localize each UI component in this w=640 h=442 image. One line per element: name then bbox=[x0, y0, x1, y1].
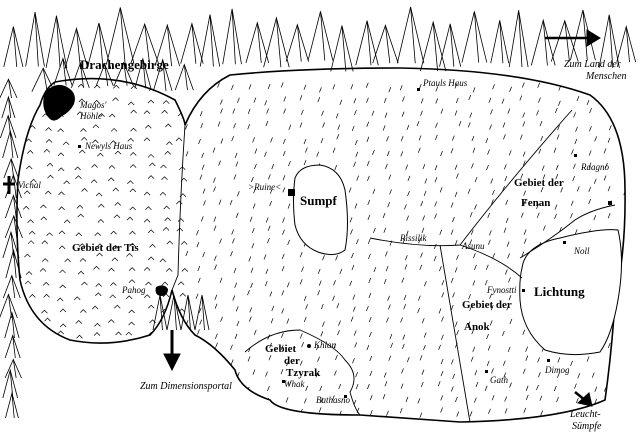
label-dimensionsportal: Zum Dimensionsportal bbox=[140, 381, 232, 392]
label-land-der-menschen-1: Zum Land der bbox=[564, 59, 621, 70]
mountain-range bbox=[0, 6, 637, 419]
label-lichtung: Lichtung bbox=[534, 284, 585, 299]
vichal-cross bbox=[3, 176, 15, 194]
label-sumpf: Sumpf bbox=[300, 193, 337, 208]
label-region-fenan-2: Fenan bbox=[521, 197, 551, 209]
settlement-markers bbox=[78, 88, 612, 398]
label-gath: Gath bbox=[490, 375, 508, 385]
label-vichal: Vichal bbox=[18, 180, 41, 190]
cave-magos bbox=[43, 84, 75, 121]
border-fenan bbox=[369, 109, 616, 279]
label-region-anok-1: Gebiet der bbox=[462, 299, 512, 311]
arrow-south bbox=[163, 330, 181, 372]
label-rissilik: Rissilik bbox=[400, 233, 427, 243]
label-khlan: Khlan bbox=[314, 340, 337, 350]
label-land-der-menschen-2: Menschen bbox=[586, 71, 627, 82]
label-dimog: Dimog bbox=[545, 365, 570, 375]
label-region-tzyrak-1: Gebiet bbox=[265, 343, 297, 355]
label-leucht-1: Leucht- bbox=[570, 409, 601, 420]
label-region-tzyrak-2: der bbox=[284, 355, 300, 367]
label-ruine: >Ruine< bbox=[248, 182, 282, 192]
label-newyls-haus: Newyls Haus bbox=[85, 141, 133, 151]
border-tzyrak bbox=[244, 329, 361, 416]
label-region-fenan-1: Gebiet der bbox=[514, 177, 564, 189]
label-bathasno: Bathasno bbox=[316, 395, 351, 405]
label-pahog: Pahog bbox=[122, 285, 146, 295]
label-asunu: Asunu bbox=[462, 241, 485, 251]
label-region-tis: Gebiet der Tis bbox=[72, 242, 139, 254]
border-tis bbox=[171, 124, 186, 291]
label-fynostti: Fynostti bbox=[487, 285, 517, 295]
pahog-marker bbox=[155, 285, 168, 296]
title-drachengebirge: Drachengebirge bbox=[80, 57, 169, 72]
label-noll: Noll bbox=[574, 246, 590, 256]
swamp-outline bbox=[293, 164, 348, 256]
arrow-east bbox=[545, 29, 601, 47]
border-anok bbox=[439, 244, 471, 423]
label-magos-1: Magos' bbox=[80, 100, 107, 110]
label-region-anok-2: Anok bbox=[464, 321, 490, 333]
clearing-outline bbox=[519, 229, 622, 356]
label-raagno: Raagno bbox=[581, 162, 609, 172]
label-magos-2: Höhle bbox=[80, 111, 102, 121]
label-ptauls-haus: Ptauls Haus bbox=[423, 78, 468, 88]
ruine-marker bbox=[288, 189, 295, 196]
arrow-southeast bbox=[574, 391, 593, 407]
outer-boundary bbox=[16, 67, 626, 423]
label-leucht-2: Sümpfe bbox=[572, 421, 602, 432]
label-whak: Whak bbox=[284, 379, 305, 389]
label-region-tzyrak-3: Tzyrak bbox=[286, 367, 321, 379]
